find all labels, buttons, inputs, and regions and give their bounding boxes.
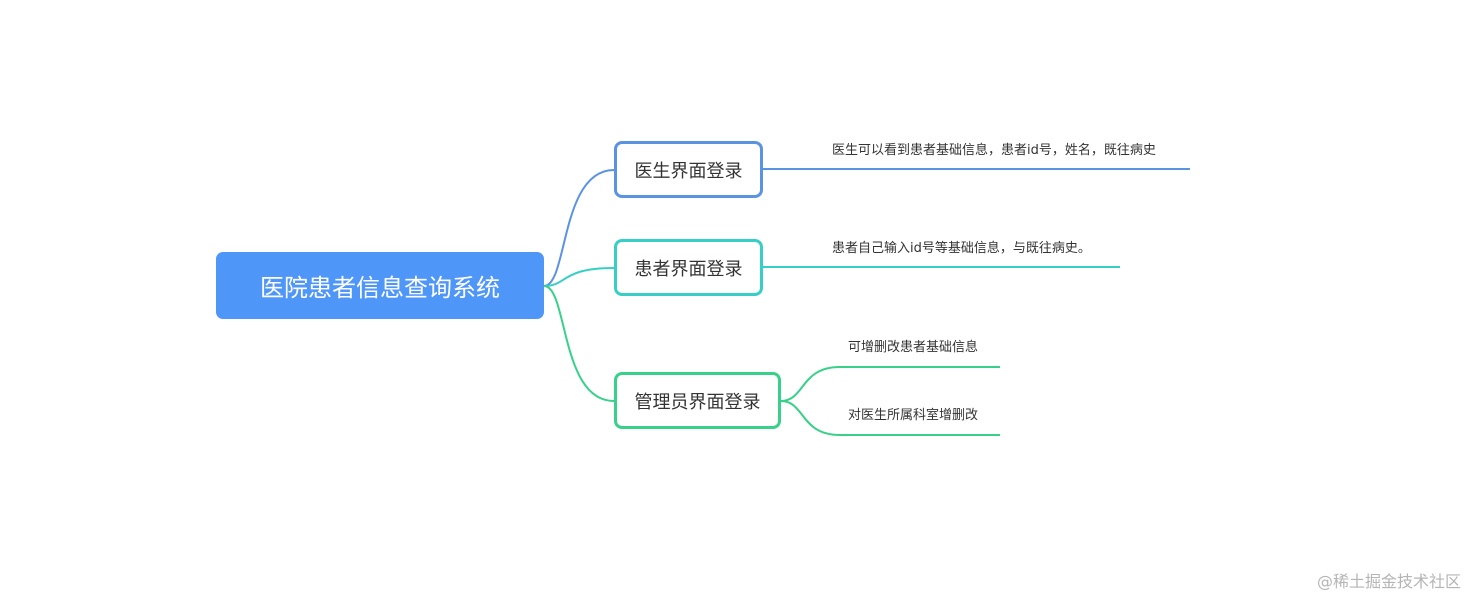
- connector-root-patient: [543, 267, 615, 287]
- watermark: @稀土掘金技术社区: [1316, 572, 1461, 591]
- connector-admin-leaf-2: [780, 400, 1000, 436]
- connector-admin-leaf-1: [780, 366, 1000, 402]
- leaf-admin-department-crud[interactable]: 对医生所属科室增删改: [848, 408, 979, 423]
- leaf-doctor-info[interactable]: 医生可以看到患者基础信息，患者id号，姓名，既往病史: [832, 143, 1156, 158]
- leaf-admin-patient-crud[interactable]: 可增删改患者基础信息: [848, 340, 979, 355]
- connector-root-doctor: [543, 169, 615, 287]
- branch-doctor-login[interactable]: 医生界面登录: [614, 141, 763, 198]
- branch-admin-login[interactable]: 管理员界面登录: [614, 372, 781, 429]
- leaf-patient-info[interactable]: 患者自己输入id号等基础信息，与既往病史。: [832, 241, 1091, 256]
- branch-patient-login[interactable]: 患者界面登录: [614, 239, 763, 296]
- root-topic[interactable]: 医院患者信息查询系统: [216, 252, 544, 319]
- connector-root-admin: [543, 285, 615, 402]
